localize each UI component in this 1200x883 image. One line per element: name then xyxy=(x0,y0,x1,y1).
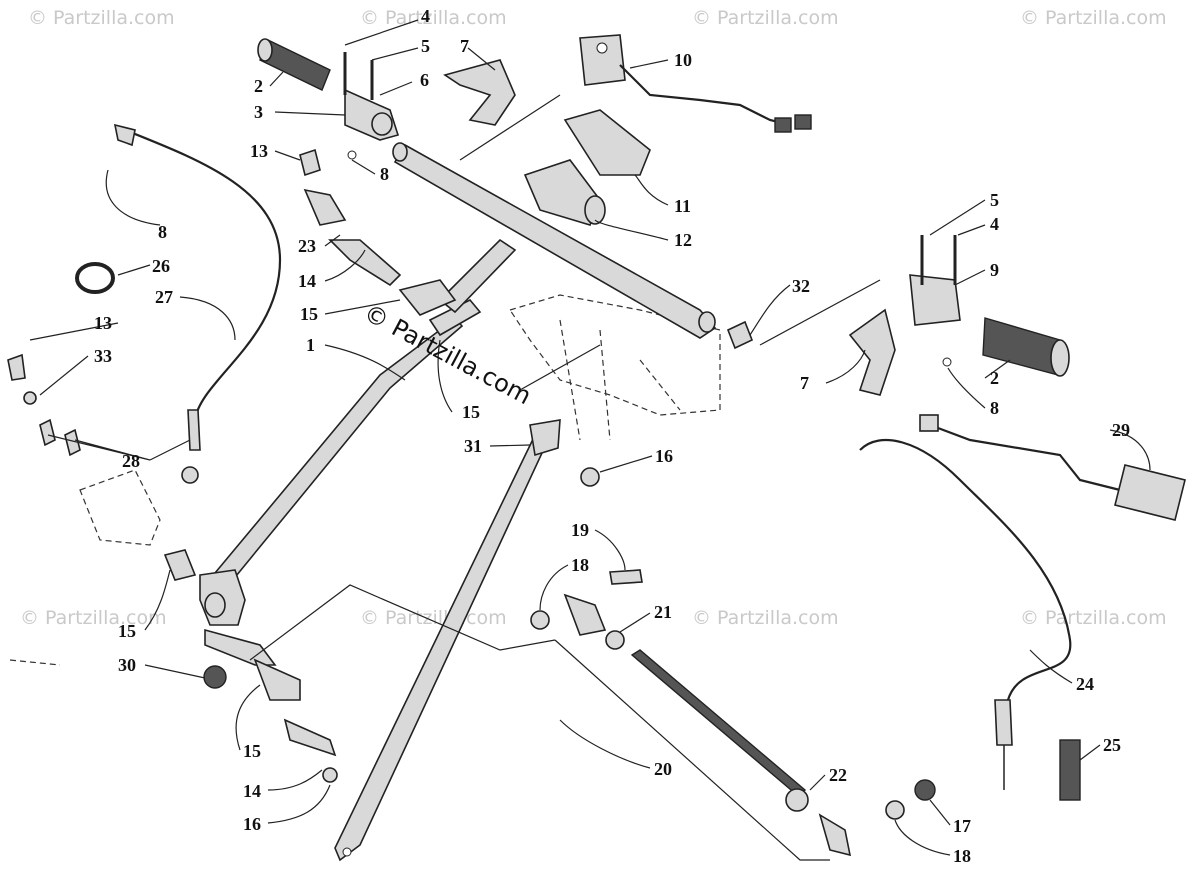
callout-label: 15 xyxy=(300,304,318,324)
watermark: © Partzilla.com xyxy=(692,7,839,29)
callout-label: 18 xyxy=(571,555,589,575)
callout-label: 5 xyxy=(421,36,430,56)
leader-lines xyxy=(29,19,1151,861)
callout-label: 32 xyxy=(792,276,810,296)
upper-bracket xyxy=(299,148,457,316)
throttle-cable xyxy=(113,123,282,484)
clip xyxy=(75,262,115,294)
right-grip xyxy=(982,317,1070,377)
callout-label: 8 xyxy=(380,164,389,184)
spring xyxy=(1059,739,1081,801)
watermark: © Partzilla.com xyxy=(360,607,507,629)
switch-housing xyxy=(579,34,812,133)
left-grip xyxy=(257,38,331,91)
callout-label: 6 xyxy=(420,70,429,90)
frame-bracket xyxy=(9,294,721,666)
callout-label: 2 xyxy=(990,368,999,388)
callout-label: 17 xyxy=(953,816,971,836)
callout-label: 26 xyxy=(152,256,170,276)
callout-label: 5 xyxy=(990,190,999,210)
watermark: © Partzilla.com xyxy=(360,7,507,29)
callout-label: 13 xyxy=(250,141,268,161)
callout-label: 28 xyxy=(122,451,140,471)
bushing xyxy=(726,320,754,350)
callout-label: 8 xyxy=(158,222,167,242)
callout-label: 14 xyxy=(298,271,316,291)
heater-cable xyxy=(859,414,1186,790)
watermark: © Partzilla.com xyxy=(1020,7,1167,29)
lower-brackets xyxy=(203,467,600,783)
callout-label: 16 xyxy=(655,446,673,466)
callout-label: 24 xyxy=(1076,674,1094,694)
callout-label: 18 xyxy=(953,846,971,866)
callout-label: 16 xyxy=(243,814,261,834)
callout-label: 31 xyxy=(464,436,482,456)
callout-label: 14 xyxy=(243,781,261,801)
right-switch-block xyxy=(909,235,961,367)
callout-label: 20 xyxy=(654,759,672,779)
callout-label: 22 xyxy=(829,765,847,785)
callout-label: 23 xyxy=(298,236,316,256)
hand-guard-right xyxy=(848,308,896,396)
callout-label: 12 xyxy=(674,230,692,250)
callout-label: 1 xyxy=(306,335,315,355)
tie-rod-assembly xyxy=(530,569,936,857)
callout-label: 8 xyxy=(990,398,999,418)
callout-label: 29 xyxy=(1112,420,1130,440)
callout-label: 2 xyxy=(254,76,263,96)
callout-label: 15 xyxy=(118,621,136,641)
callout-label: 27 xyxy=(155,287,173,307)
hand-guard xyxy=(443,59,516,126)
callout-label: 25 xyxy=(1103,735,1121,755)
callout-label: 19 xyxy=(571,520,589,540)
watermark: © Partzilla.com xyxy=(20,607,167,629)
handlebar xyxy=(392,142,717,339)
callout-label: 4 xyxy=(421,6,430,26)
callout-label: 7 xyxy=(800,373,809,393)
callout-label: 10 xyxy=(674,50,692,70)
tie-rod xyxy=(334,419,561,862)
left-switch-block xyxy=(343,52,400,160)
callout-label: 7 xyxy=(460,36,469,56)
watermark: © Partzilla.com xyxy=(1020,607,1167,629)
callout-label: 4 xyxy=(990,214,999,234)
left-hardware xyxy=(7,353,81,457)
watermark: © Partzilla.com xyxy=(692,607,839,629)
callout-label: 15 xyxy=(243,741,261,761)
steering-shaft xyxy=(163,299,482,666)
callout-labels: 4 5 7 2 6 3 10 13 8 8 26 27 23 14 11 12 … xyxy=(94,6,1130,866)
callout-label: 13 xyxy=(94,313,112,333)
grip-heaters xyxy=(523,109,651,226)
callout-label: 9 xyxy=(990,260,999,280)
callout-label: 3 xyxy=(254,102,263,122)
callout-label: 21 xyxy=(654,602,672,622)
watermark: © Partzilla.com xyxy=(28,7,175,29)
watermark-layer: © Partzilla.com © Partzilla.com © Partzi… xyxy=(20,7,1167,629)
callout-label: 30 xyxy=(118,655,136,675)
callout-label: 33 xyxy=(94,346,112,366)
callout-label: 15 xyxy=(462,402,480,422)
callout-label: 11 xyxy=(674,196,691,216)
